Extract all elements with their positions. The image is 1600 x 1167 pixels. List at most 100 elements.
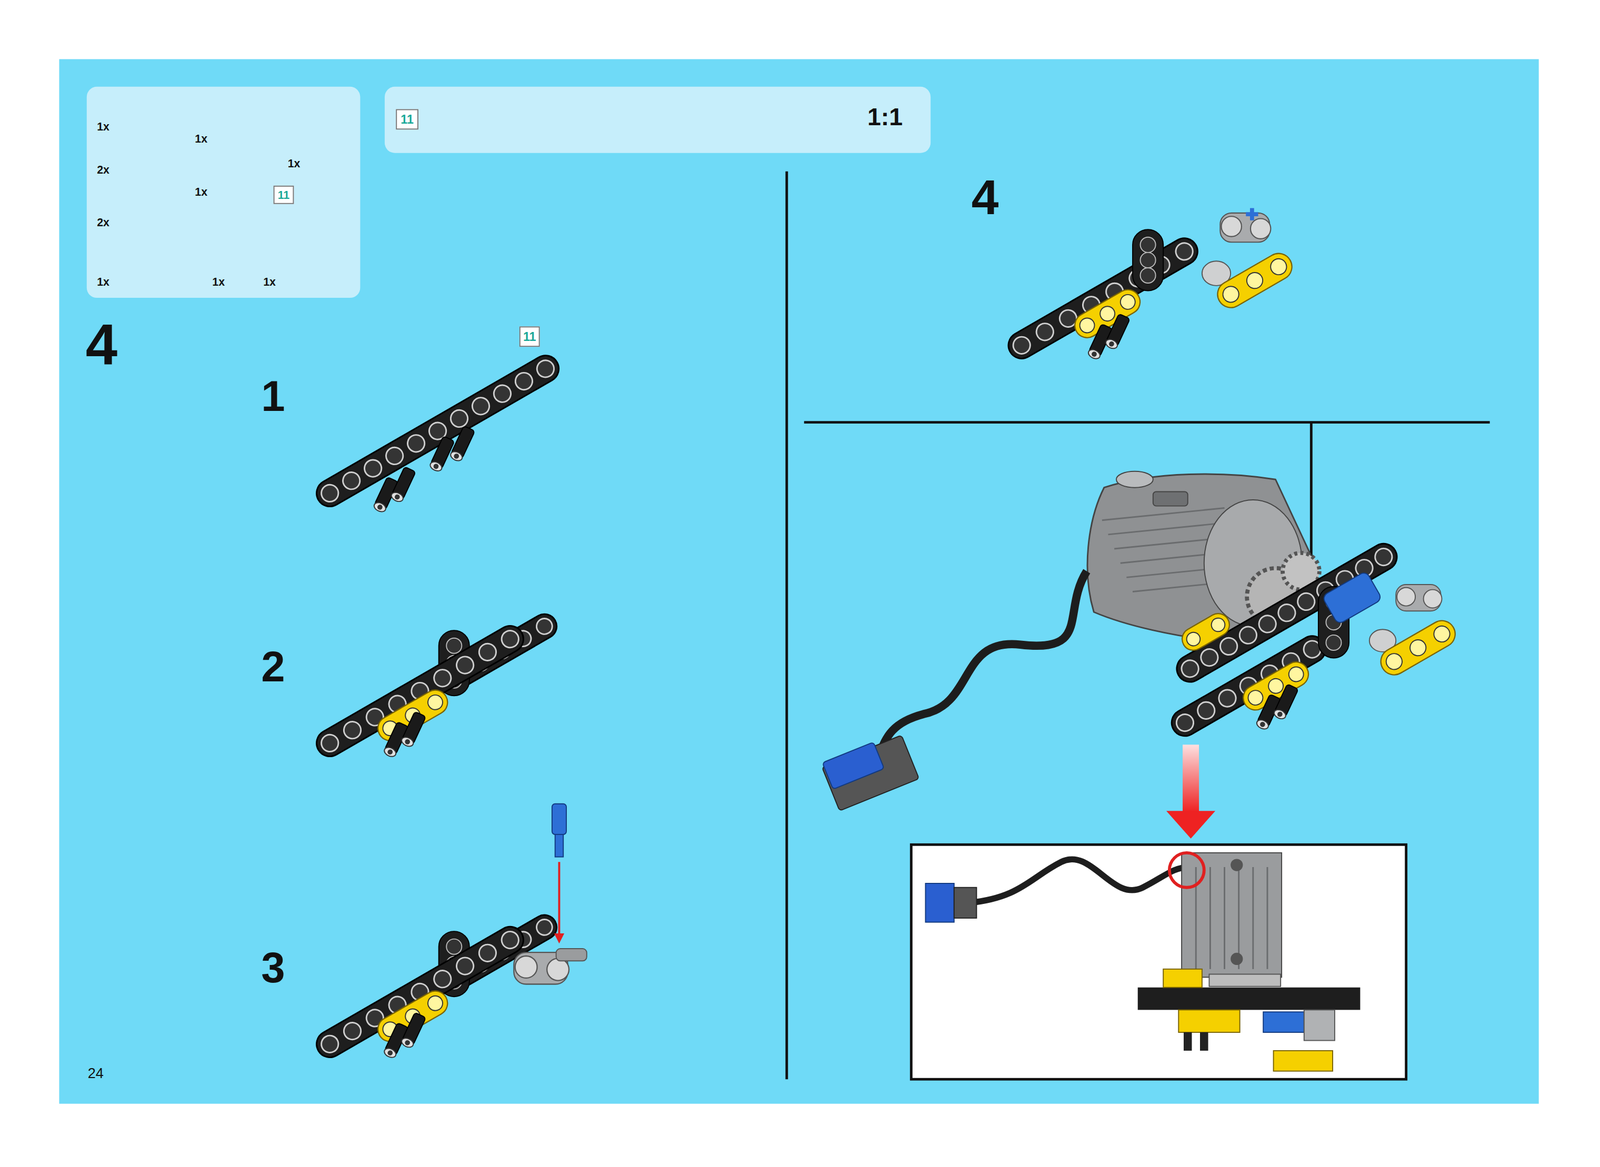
beam-hole — [1033, 320, 1057, 344]
beam-hole — [498, 627, 522, 652]
blue-connector — [1321, 571, 1383, 625]
pin-hole — [1276, 711, 1284, 718]
beam-hole — [1372, 545, 1396, 569]
yellow-body — [373, 685, 453, 746]
quantity-label: 1x — [96, 276, 110, 288]
quantity-label: 1x — [194, 186, 208, 198]
pin-hole — [1258, 721, 1266, 728]
callout-box: 11 — [273, 185, 295, 205]
yellow-hole — [1220, 283, 1242, 306]
callout-box: 11 — [395, 108, 419, 130]
pin — [1183, 1032, 1193, 1052]
gray-connector — [1395, 584, 1442, 612]
beam-hole — [490, 382, 514, 406]
motor-logo — [1153, 491, 1188, 506]
yellow-hole — [1184, 630, 1203, 649]
beam-hole — [1178, 657, 1202, 681]
beam — [311, 621, 528, 762]
pin-end — [1104, 337, 1119, 351]
quantity-label: 1x — [96, 121, 110, 133]
connector-hole — [1423, 590, 1443, 609]
callout-number: 11 — [277, 189, 290, 201]
power-plug — [820, 731, 919, 812]
beam-hole — [431, 967, 455, 992]
pin-hole — [1091, 351, 1098, 358]
pin — [448, 425, 475, 463]
beam-body — [311, 350, 564, 512]
beam-hole — [446, 638, 462, 654]
quantity-label: 2x — [96, 164, 110, 176]
connector-hole — [1250, 218, 1271, 239]
quantity-label: 1x — [194, 133, 208, 145]
yellow-body — [1177, 609, 1234, 655]
motor-cable — [969, 859, 1189, 904]
beam-hole — [1217, 634, 1241, 658]
connector-hole — [1396, 587, 1416, 607]
blue-pin-axle — [555, 834, 564, 858]
pin-hole — [432, 463, 440, 470]
step-number: 4 — [85, 316, 118, 374]
beam-hole — [1010, 333, 1034, 357]
beam-hole — [1173, 711, 1197, 735]
yellow-hole — [1383, 651, 1405, 673]
beam-body — [311, 621, 528, 762]
pin-hole — [386, 1050, 394, 1057]
beam-hole — [318, 481, 342, 505]
beam-hole — [1140, 252, 1156, 268]
blue-connector — [1263, 1012, 1305, 1033]
beam-hole — [340, 469, 364, 493]
pin-end — [382, 1046, 398, 1060]
motor-body — [1181, 853, 1282, 978]
sub-step-number: 3 — [261, 946, 285, 990]
motor-cable — [879, 571, 1087, 756]
beam-hole — [431, 666, 455, 690]
beam-body — [311, 922, 528, 1063]
beam-hole — [475, 640, 499, 664]
beam-hole — [533, 357, 557, 381]
beam-hole — [341, 1020, 365, 1044]
motor-rib — [1252, 867, 1254, 970]
yellow-hole — [1267, 255, 1290, 278]
pin-end — [372, 501, 388, 514]
pin-hole — [1108, 340, 1116, 348]
placement-arrow — [558, 862, 561, 936]
beam-hole — [446, 939, 462, 955]
yellow-beam — [1273, 1051, 1333, 1072]
pin — [390, 466, 416, 504]
divider-line — [804, 421, 1490, 424]
beam-hole — [318, 731, 342, 755]
yellow-body — [1212, 248, 1297, 313]
beam-hole — [1255, 612, 1279, 636]
beam-hole — [318, 1032, 342, 1056]
beam-body — [1137, 987, 1361, 1011]
motor-rib — [1195, 867, 1197, 970]
beam-hole — [447, 406, 472, 430]
beam-hole — [498, 928, 522, 953]
plug-top — [822, 742, 885, 790]
beam-body — [1172, 538, 1403, 687]
blue-pin — [552, 804, 567, 835]
placement-arrowhead — [554, 933, 565, 944]
motor-rib — [1209, 867, 1212, 970]
yellow-beam — [373, 685, 453, 746]
motor-rib — [1102, 508, 1225, 521]
gray-connector — [1220, 213, 1271, 243]
beam-hole — [1325, 635, 1342, 651]
pin-hole — [404, 1039, 412, 1047]
pin-end — [382, 745, 398, 759]
beam-hole — [1275, 601, 1299, 625]
beam-hole — [1140, 267, 1156, 284]
quantity-label: 1x — [263, 276, 276, 288]
pin — [400, 1012, 426, 1050]
pin — [1104, 313, 1130, 351]
beam-hole — [341, 718, 365, 743]
yellow-hole — [1117, 292, 1138, 313]
axle-cross — [1245, 208, 1258, 221]
pin-hole — [404, 738, 412, 746]
yellow-beam — [1163, 969, 1203, 988]
ruler-panel: 1:111 — [384, 86, 931, 154]
pin — [400, 711, 426, 749]
yellow-hole — [1431, 623, 1453, 645]
beam-hole — [1140, 237, 1156, 253]
